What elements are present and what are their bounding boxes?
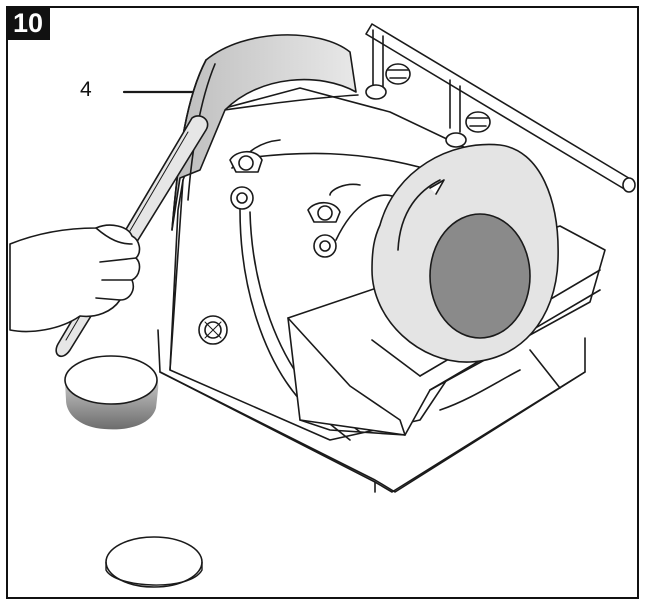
upper-knob-2 — [445, 111, 491, 148]
step-number-badge: 10 — [6, 6, 50, 40]
side-knob-2 — [307, 194, 393, 258]
grinding-wheel — [371, 143, 559, 363]
hand-with-honing-tool — [9, 115, 209, 358]
dressing-disc-lower — [105, 536, 203, 588]
dressing-disc-upper — [64, 355, 159, 430]
callout-label-4: 4 — [80, 78, 92, 101]
front-dial — [198, 315, 228, 345]
upper-knob-1 — [365, 63, 411, 100]
side-knob-1 — [229, 150, 263, 210]
hand — [9, 224, 141, 333]
support-rail — [365, 23, 636, 193]
